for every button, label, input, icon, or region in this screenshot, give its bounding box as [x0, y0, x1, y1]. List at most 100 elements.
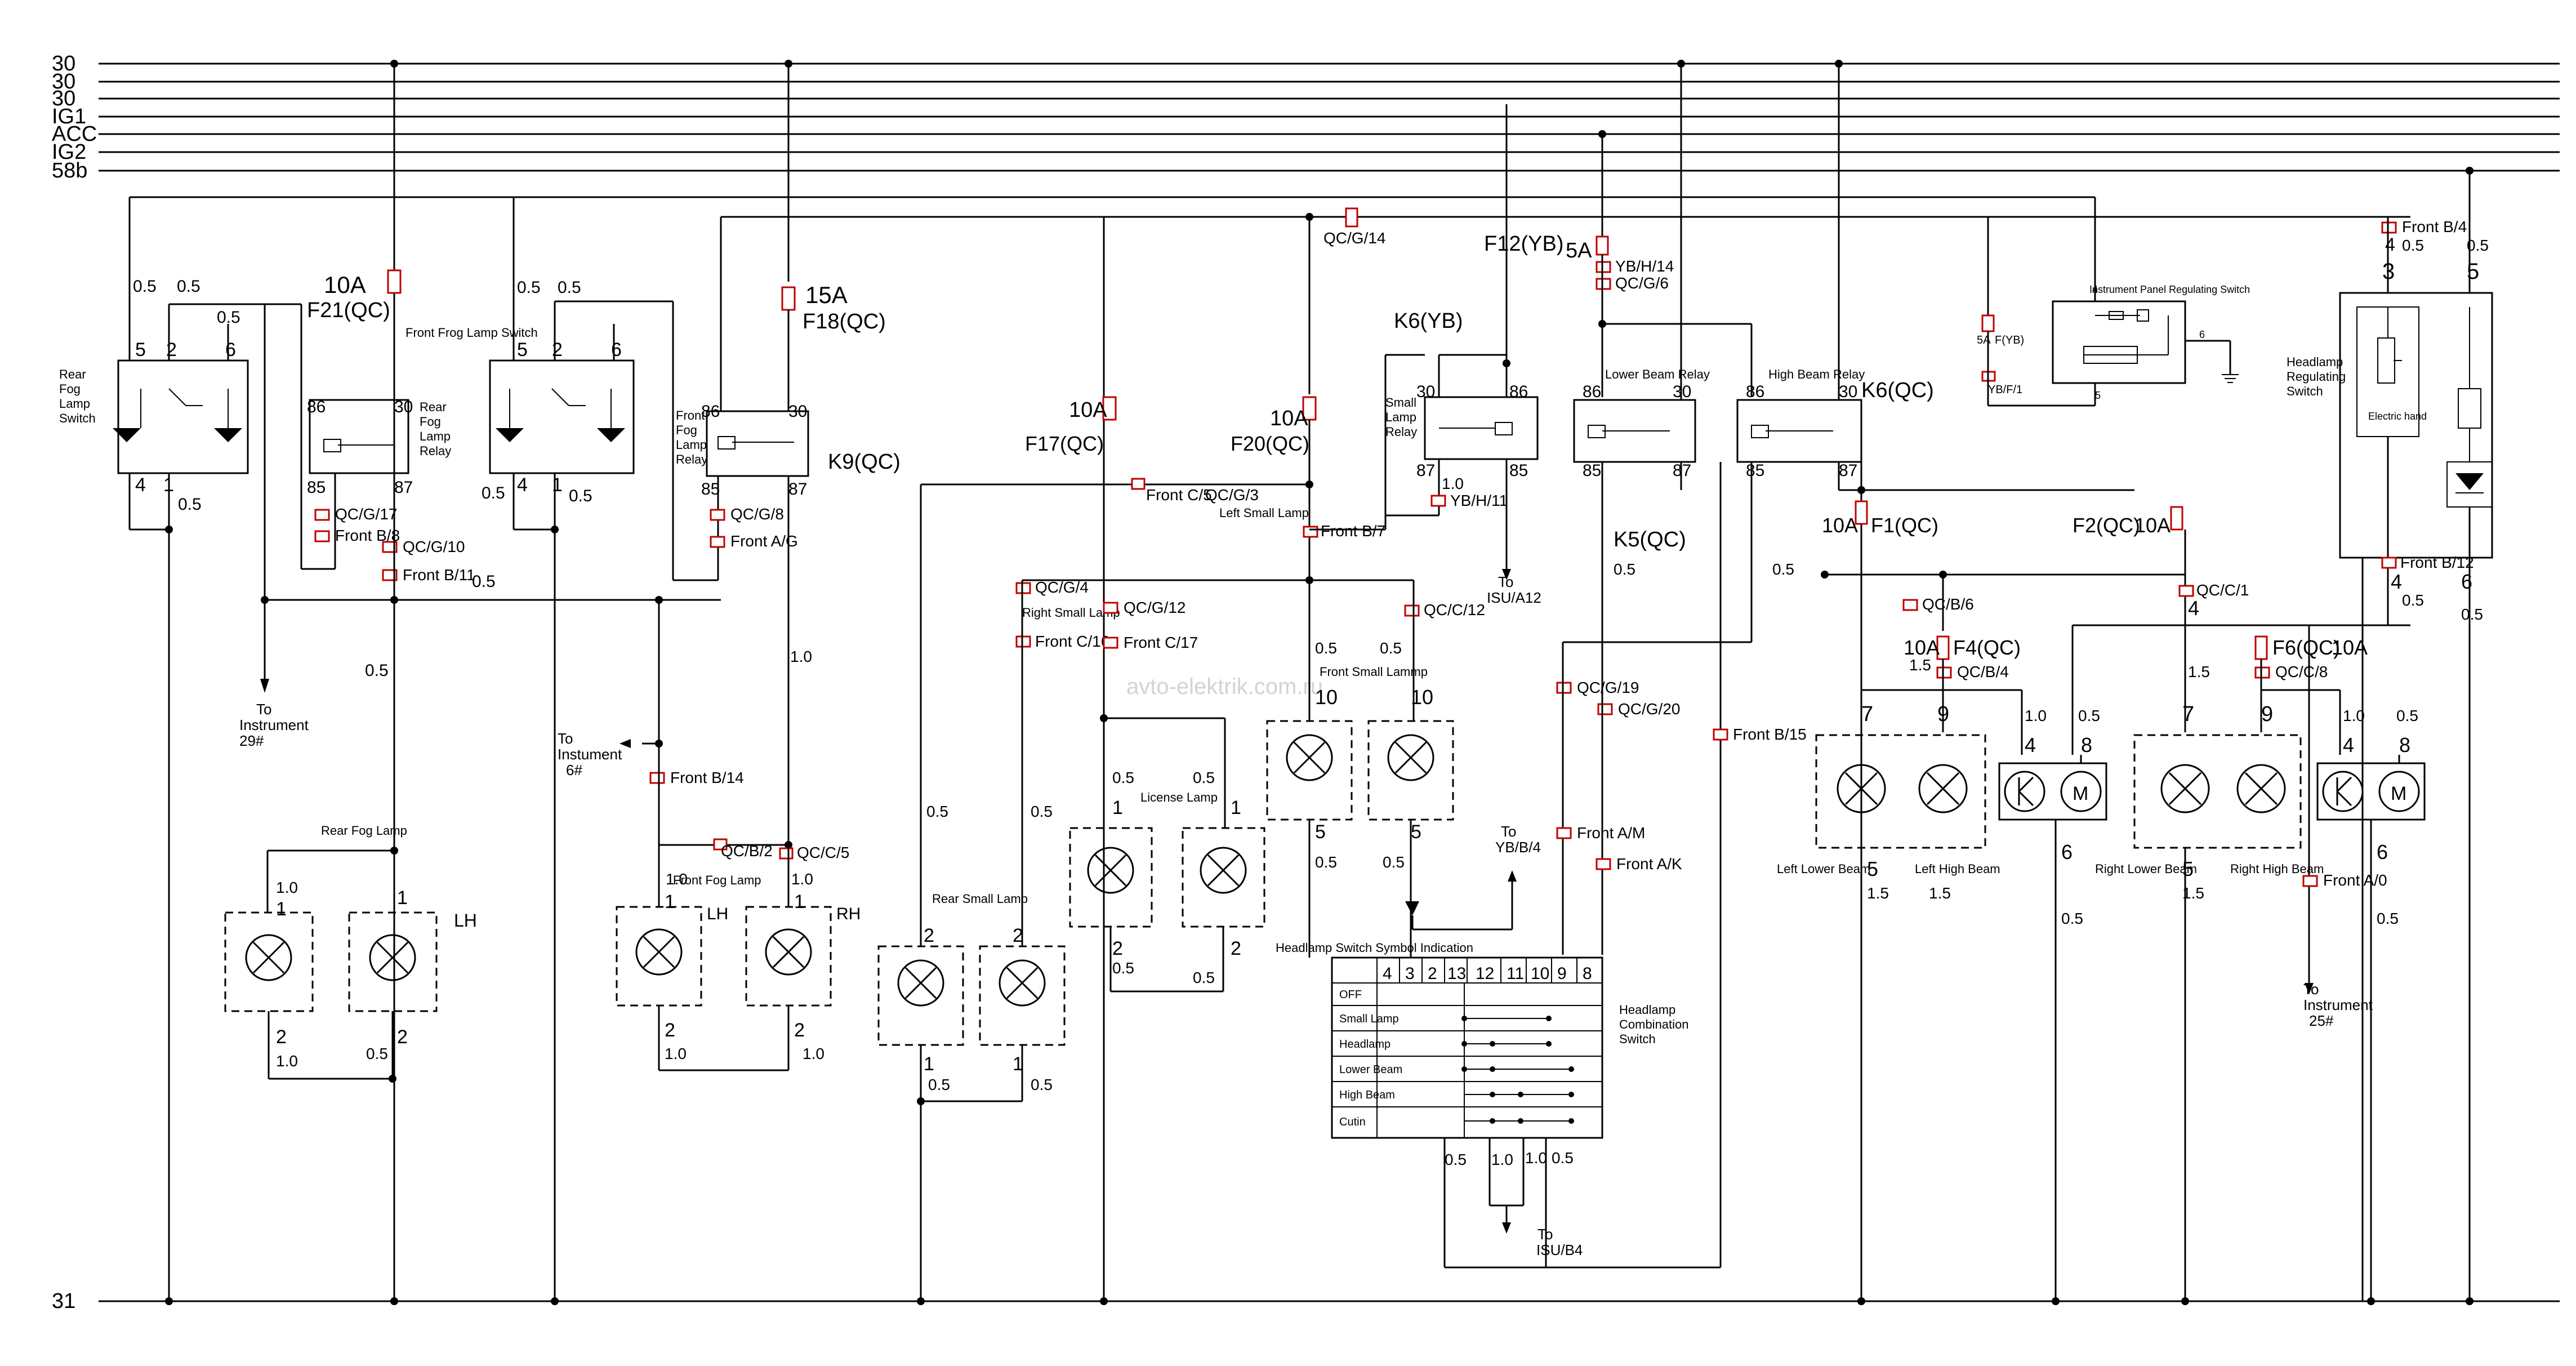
svg-text:0.5: 0.5 [365, 661, 389, 680]
svg-text:1: 1 [276, 898, 287, 920]
svg-text:1: 1 [1013, 1053, 1023, 1075]
fuse-f17 [1102, 396, 1117, 421]
svg-text:0.5: 0.5 [1552, 1149, 1574, 1167]
high-beam-relay-id: K6(QC) [1861, 379, 1934, 402]
svg-text:85: 85 [701, 480, 720, 499]
fuse-f21-label: F21(QC) [307, 299, 390, 322]
fuse-f17-rating: 10A [1069, 398, 1107, 422]
svg-text:7: 7 [1861, 702, 1873, 726]
svg-text:85: 85 [1583, 461, 1601, 480]
svg-text:2: 2 [794, 1020, 805, 1041]
svg-text:10: 10 [1315, 686, 1338, 709]
svg-text:Front B/15: Front B/15 [1733, 726, 1807, 743]
svg-text:7: 7 [2182, 702, 2194, 726]
bus-label-30a: 30 [52, 52, 75, 75]
svg-text:Headlamp: Headlamp [1339, 1038, 1390, 1051]
svg-text:0.5: 0.5 [1445, 1151, 1467, 1168]
svg-text:1.0: 1.0 [2025, 707, 2047, 724]
instrument-panel-regulating-switch[interactable] [2052, 300, 2186, 384]
svg-text:YB/H/11: YB/H/11 [1450, 492, 1508, 509]
svg-text:0.5: 0.5 [472, 572, 496, 591]
svg-text:Front C/17: Front C/17 [1124, 634, 1198, 651]
svg-text:5: 5 [517, 339, 528, 361]
svg-text:0.5: 0.5 [1315, 639, 1337, 657]
svg-text:Front B/14: Front B/14 [670, 769, 744, 786]
svg-text:0.5: 0.5 [928, 1076, 950, 1093]
svg-text:Front A/K: Front A/K [1616, 855, 1682, 873]
svg-text:0.5: 0.5 [1112, 959, 1134, 977]
svg-text:0.5: 0.5 [1614, 560, 1635, 578]
svg-text:QC/C/8: QC/C/8 [2275, 663, 2328, 680]
bus-label-acc: ACC [52, 122, 97, 146]
fuse-f2 [2170, 506, 2183, 531]
svg-text:5: 5 [1867, 857, 1878, 880]
svg-text:0.5: 0.5 [366, 1045, 388, 1062]
svg-text:8: 8 [2081, 733, 2092, 757]
svg-text:QC/C/12: QC/C/12 [1424, 601, 1485, 619]
svg-text:5: 5 [135, 339, 146, 361]
svg-text:Front B/11: Front B/11 [403, 566, 475, 584]
lower-beam-relay[interactable] [1573, 399, 1696, 463]
watermark: avto-elektrik.com.ru [1126, 674, 1323, 699]
svg-text:1: 1 [397, 887, 408, 909]
front-fog-lamp-switch[interactable] [489, 359, 635, 474]
svg-text:30: 30 [1673, 382, 1691, 401]
svg-text:0.5: 0.5 [1112, 769, 1134, 786]
svg-text:30: 30 [394, 398, 413, 416]
fuse-f12-rating: 5A [1566, 239, 1592, 262]
license-lamp-left [1069, 827, 1153, 928]
front-fog-relay-id: K9(QC) [828, 450, 901, 474]
svg-text:85: 85 [1746, 461, 1764, 480]
svg-text:YB/F/1: YB/F/1 [1988, 384, 2022, 396]
svg-text:9: 9 [1557, 964, 1567, 983]
front-fog-switch-label: Front Frog Lamp Switch [405, 326, 538, 340]
instrument-panel-regulating-group: 5A F(YB) YB/F/1 Instrument Panel Regulat… [1977, 197, 2250, 407]
svg-text:0.5: 0.5 [569, 487, 592, 505]
svg-text:2: 2 [397, 1026, 408, 1048]
fuse-f18 [781, 286, 796, 311]
small-lamp-relay[interactable] [1424, 396, 1539, 460]
svg-text:5: 5 [2095, 390, 2101, 401]
svg-text:QC/B/4: QC/B/4 [1957, 663, 2009, 680]
front-fog-lamp-relay[interactable] [706, 410, 809, 477]
headlamp-regulating-switch[interactable] [2339, 292, 2493, 559]
high-beam-relay-label: High Beam Relay [1768, 367, 1865, 381]
svg-text:0.5: 0.5 [178, 495, 202, 514]
svg-text:QC/G/12: QC/G/12 [1124, 599, 1186, 616]
svg-text:RH: RH [836, 905, 861, 923]
svg-text:5: 5 [2182, 857, 2194, 880]
svg-text:Left High Beam: Left High Beam [1915, 862, 2000, 876]
svg-text:0.5: 0.5 [2402, 591, 2424, 609]
svg-text:1.0: 1.0 [1491, 1151, 1513, 1168]
svg-text:QC/G/19: QC/G/19 [1577, 679, 1639, 696]
svg-text:QC/G/6: QC/G/6 [1615, 274, 1669, 292]
front-fog-lamp-label: Front Fog Lamp [673, 873, 761, 887]
rear-fog-lamp-relay[interactable] [309, 399, 409, 474]
svg-text:2: 2 [1428, 964, 1437, 983]
svg-text:86: 86 [307, 398, 326, 416]
high-beam-relay[interactable] [1736, 399, 1862, 463]
right-headlamp-section: F2(QC) 10A QC/C/1 4 1.5 F6(QC) 10A QC/C/… [2071, 506, 2426, 1305]
svg-text:85: 85 [307, 478, 326, 497]
svg-text:0.5: 0.5 [217, 308, 240, 327]
svg-text:LH: LH [454, 910, 477, 931]
rear-fog-lamp-switch[interactable] [117, 359, 249, 474]
svg-text:87: 87 [1839, 461, 1857, 480]
svg-text:4: 4 [517, 474, 528, 496]
svg-text:86: 86 [1746, 382, 1764, 401]
svg-text:0.5: 0.5 [1772, 560, 1794, 578]
lower-beam-relay-label: Lower Beam Relay [1605, 367, 1710, 381]
svg-text:2: 2 [552, 339, 563, 361]
ground-label-31: 31 [52, 1289, 75, 1313]
svg-text:4: 4 [2343, 733, 2354, 757]
svg-text:QC/C/1: QC/C/1 [2196, 581, 2249, 599]
